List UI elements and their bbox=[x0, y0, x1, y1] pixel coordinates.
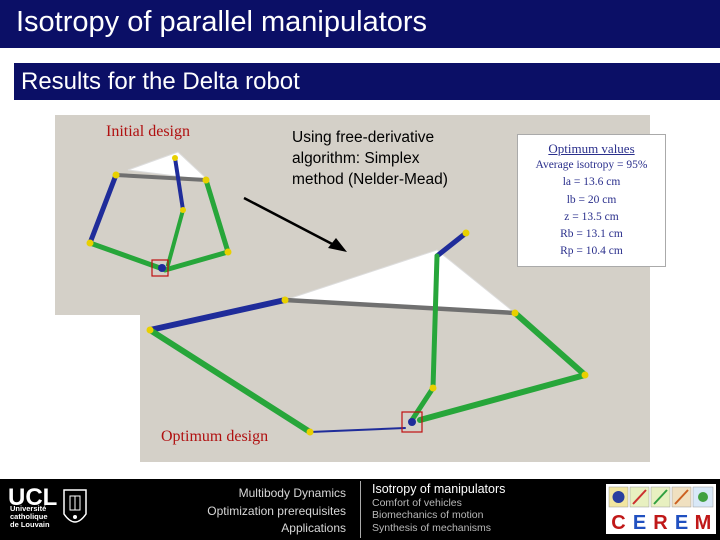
footer-topic: Multibody Dynamics bbox=[238, 486, 346, 500]
optimum-link bbox=[147, 327, 313, 435]
optimum-value-line: Rp = 10.4 cm bbox=[560, 245, 623, 258]
subtitle-bar bbox=[14, 63, 720, 100]
optimum-joint bbox=[511, 309, 519, 317]
cerem-letter: C bbox=[611, 512, 625, 534]
slide-title: Isotropy of parallel manipulators bbox=[16, 6, 428, 38]
initial-design-label: Initial design bbox=[106, 123, 190, 140]
ucl-subtitle-line: de Louvain bbox=[10, 520, 50, 529]
optimum-joint bbox=[306, 428, 314, 436]
optimum-link bbox=[147, 297, 288, 333]
footer-topic: Optimization prerequisites bbox=[207, 503, 346, 518]
optimum-link bbox=[430, 253, 440, 391]
algorithm-line: method (Nelder-Mead) bbox=[292, 171, 448, 188]
footer-divider bbox=[360, 481, 361, 538]
slide-subtitle: Results for the Delta robot bbox=[21, 68, 300, 95]
algorithm-line: algorithm: Simplex bbox=[292, 150, 420, 167]
optimum-design-label: Optimum design bbox=[161, 428, 269, 445]
optimum-link bbox=[409, 385, 436, 423]
cerem-letter: M bbox=[695, 512, 712, 534]
initial-joint bbox=[172, 155, 178, 161]
initial-link bbox=[87, 240, 163, 271]
footer-section-list: Comfort of vehicles Biomechanics of moti… bbox=[372, 497, 491, 534]
footer-course-topics: Multibody Dynamics Optimization prerequi… bbox=[150, 485, 346, 538]
initial-link bbox=[166, 208, 185, 267]
ucl-subtitle: Université catholique de Louvain bbox=[10, 505, 70, 529]
initial-robot bbox=[86, 151, 232, 277]
algorithm-description: Using free-derivative algorithm: Simplex… bbox=[292, 127, 512, 190]
initial-link bbox=[162, 249, 231, 273]
initial-joint bbox=[86, 239, 94, 247]
optimum-base-bar bbox=[282, 297, 518, 316]
footer-section-item: Biomechanics of motion bbox=[372, 509, 484, 522]
cerem-logo: C E R E M bbox=[606, 484, 716, 534]
optimum-end-effector bbox=[401, 411, 423, 433]
cerem-letter: R bbox=[653, 512, 668, 534]
ucl-logo: UCL bbox=[8, 484, 58, 511]
optimum-joint bbox=[462, 229, 470, 237]
optimum-robot bbox=[146, 229, 589, 436]
initial-end-effector-center bbox=[158, 264, 166, 272]
initial-joint bbox=[202, 176, 210, 184]
optimum-value-line: lb = 20 cm bbox=[566, 193, 617, 206]
cerem-icon-row bbox=[608, 486, 714, 508]
optimum-joint bbox=[429, 384, 437, 392]
optimum-value-line: Rb = 13.1 cm bbox=[560, 228, 623, 241]
algorithm-line: Using free-derivative bbox=[292, 129, 435, 146]
initial-link bbox=[173, 156, 185, 212]
initial-joint bbox=[180, 207, 186, 213]
optimum-values-box: Optimum values Average isotropy = 95% la… bbox=[517, 134, 666, 267]
footer-section-title: Isotropy of manipulators bbox=[372, 482, 506, 496]
optimum-value-line: la = 13.6 cm bbox=[562, 176, 621, 189]
footer-section-item: Comfort of vehicles bbox=[372, 497, 462, 509]
optimum-link bbox=[309, 427, 406, 433]
optimum-end-effector-center bbox=[408, 418, 416, 426]
optimum-joint bbox=[281, 296, 289, 304]
optimum-value-line: z = 13.5 cm bbox=[564, 210, 619, 223]
initial-end-effector bbox=[151, 259, 169, 277]
initial-link bbox=[87, 172, 119, 246]
optimum-value-line: Average isotropy = 95% bbox=[535, 159, 648, 171]
initial-joint bbox=[224, 248, 232, 256]
optimum-values-title: Optimum values bbox=[548, 141, 635, 156]
arrow-shaft bbox=[243, 196, 337, 248]
cerem-letter: E bbox=[675, 512, 688, 534]
initial-platform bbox=[127, 151, 210, 181]
optimum-link bbox=[512, 310, 588, 378]
university-seal-icon bbox=[63, 489, 87, 523]
ucl-subtitle-line: Université bbox=[10, 504, 47, 513]
title-bar bbox=[0, 0, 720, 48]
optimum-link bbox=[434, 230, 469, 259]
initial-joint bbox=[112, 171, 120, 179]
footer-section-item: Synthesis of mechanisms bbox=[372, 521, 492, 534]
arrow-head bbox=[328, 238, 347, 252]
optimum-joint bbox=[581, 371, 589, 379]
footer-topic: Applications bbox=[281, 521, 346, 535]
optimum-link bbox=[417, 372, 588, 423]
initial-base-bar bbox=[114, 173, 208, 182]
initial-link bbox=[203, 177, 231, 255]
ucl-subtitle-line: catholique bbox=[10, 512, 48, 521]
optimum-joint bbox=[146, 326, 154, 334]
cerem-letter: E bbox=[633, 512, 646, 534]
